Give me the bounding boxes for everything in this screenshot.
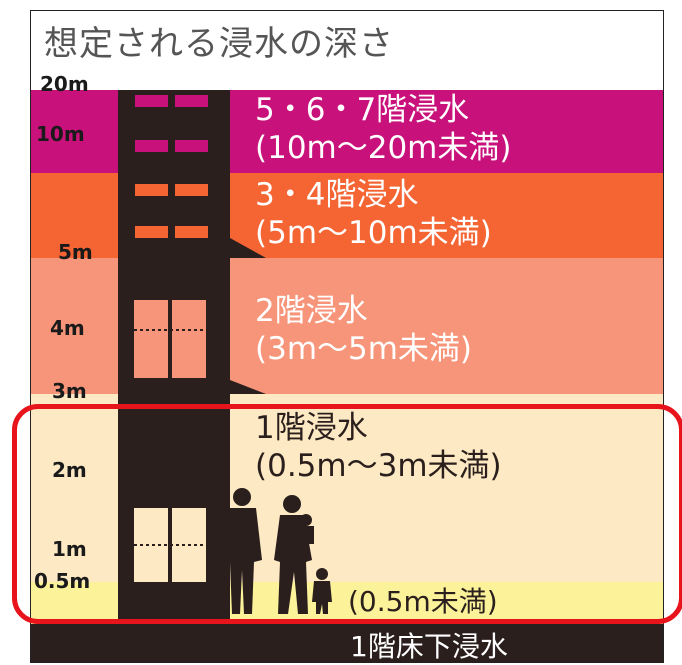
depth-mark-2m: 2m — [52, 458, 87, 482]
band-label-line1: 2階浸水 — [255, 293, 368, 329]
band-label-floors-3-4: 3・4階浸水 (5m～10m未満) — [255, 176, 492, 252]
door-floor2 — [134, 300, 206, 378]
depth-mark-3m: 3m — [52, 379, 87, 403]
depth-mark-4m: 4m — [50, 316, 85, 340]
band-label-floor-2: 2階浸水 (3m～5m未満) — [255, 292, 472, 368]
family-silhouette — [222, 488, 332, 614]
band-label-line1: 3・4階浸水 — [255, 177, 419, 213]
shallow-label: (0.5m未満) — [348, 585, 498, 618]
band-label-floors-5-7: 5・6・7階浸水 (10m～20m未満) — [255, 91, 511, 167]
depth-mark-0.5m: 0.5m — [34, 569, 91, 593]
footer-label: 1階床下浸水 — [350, 630, 508, 663]
highlight-outline — [12, 404, 682, 624]
depth-mark-1m: 1m — [52, 537, 87, 561]
footer-bar — [31, 624, 663, 663]
band-label-line1: 5・6・7階浸水 — [255, 92, 470, 128]
band-label-line2: (10m～20m未満) — [255, 130, 512, 166]
band-label-line2: (3m～5m未満) — [255, 331, 473, 367]
building-windows — [135, 95, 208, 152]
depth-mark-20m: 20m — [40, 72, 89, 96]
band-label-line2: (5m～10m未満) — [255, 215, 492, 251]
band-label-line1: 1階浸水 — [255, 410, 368, 446]
depth-mark-5m: 5m — [58, 240, 93, 264]
band-label-floor-1: 1階浸水 (0.5m～3m未満) — [255, 409, 502, 485]
band-label-line2: (0.5m～3m未満) — [255, 448, 502, 484]
depth-mark-10m: 10m — [36, 122, 85, 146]
diagram-title: 想定される浸水の深さ — [44, 24, 394, 64]
